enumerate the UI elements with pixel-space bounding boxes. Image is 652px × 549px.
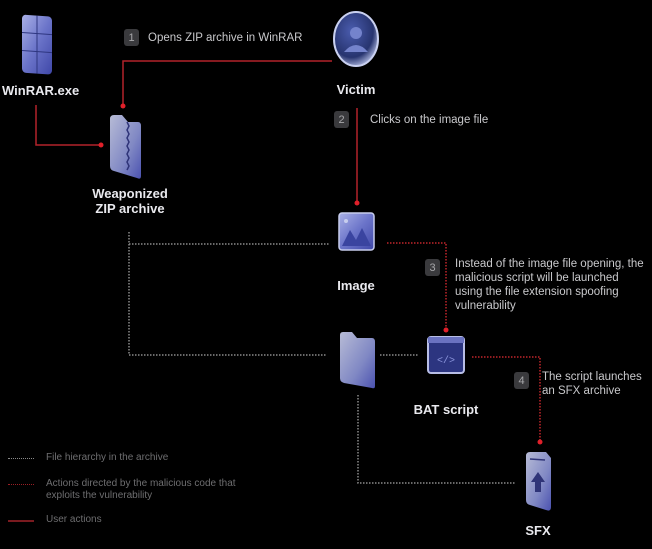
step-text: Opens ZIP archive in WinRAR [148, 32, 303, 44]
arrow-dot [537, 439, 543, 445]
arrow-dot [120, 103, 126, 109]
step-1: 1 Opens ZIP archive in WinRAR [124, 29, 302, 46]
zip-label-line2: ZIP archive [95, 201, 165, 216]
arrow-dot [98, 142, 104, 148]
zip-label-line1: Weaponized [92, 186, 168, 201]
hierarchy-line-zip-folder [128, 244, 327, 356]
image-label: Image [337, 278, 375, 293]
step-3: 3 Instead of the image file opening, the… [425, 257, 645, 313]
legend-text: Actions directed by the malicious code t… [46, 478, 236, 501]
arrow-dot [354, 200, 360, 206]
step-number-badge: 2 [334, 111, 349, 128]
malicious-line-bat-sfx [472, 356, 541, 440]
bat-label: BAT script [413, 402, 479, 417]
arrow-dot [443, 327, 449, 333]
step-text: Clicks on the image file [370, 114, 489, 126]
legend-swatch-dotted-gray [8, 458, 34, 459]
winrar-label: WinRAR.exe [2, 83, 80, 98]
legend-item-file-hierarchy: File hierarchy in the archive [8, 452, 168, 464]
step-text: Instead of the image file opening, the m… [455, 258, 644, 312]
sfx-label: SFX [525, 523, 551, 538]
sfx-archive-icon [526, 452, 551, 511]
legend-text: User actions [46, 514, 102, 525]
user-line-winrar-zip [35, 105, 100, 146]
winrar-archive-icon [22, 14, 52, 75]
user-avatar-icon [333, 11, 379, 67]
step-number-badge: 3 [425, 259, 440, 276]
step-text: The script launches an SFX archive [542, 371, 642, 397]
legend-swatch-solid-red [8, 520, 34, 522]
legend-item-malicious-actions: Actions directed by the malicious code t… [8, 478, 236, 502]
hierarchy-line-folder-sfx [357, 395, 515, 484]
step-number-badge: 1 [124, 29, 139, 46]
legend-item-user-actions: User actions [8, 514, 102, 526]
legend-swatch-dotted-red [8, 484, 34, 485]
step-4: 4 The script launches an SFX archive [514, 370, 652, 398]
svg-text:</>: </> [437, 355, 455, 367]
step-number-badge: 4 [514, 372, 529, 389]
legend-text: File hierarchy in the archive [46, 452, 169, 463]
script-window-icon: </> [427, 336, 465, 374]
user-line-victim-zip [122, 60, 332, 105]
folder-icon [340, 332, 375, 389]
image-file-icon [338, 212, 375, 251]
step-2: 2 Clicks on the image file [334, 111, 488, 128]
zip-label: Weaponized ZIP archive [80, 186, 180, 216]
zipped-folder-icon [110, 115, 141, 179]
victim-label: Victim [336, 82, 376, 97]
